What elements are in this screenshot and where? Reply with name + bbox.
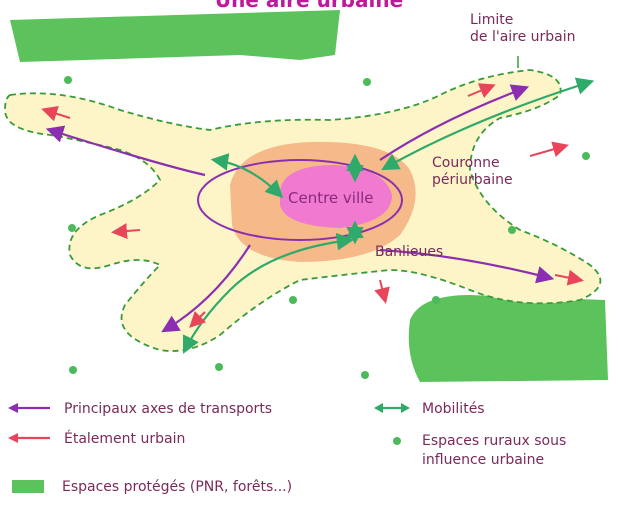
legend: Principaux axes de transports Étalement … bbox=[0, 392, 618, 512]
rural-dot bbox=[215, 363, 223, 371]
legend-label-rural: Espaces ruraux sous influence urbaine bbox=[422, 433, 567, 468]
protected-space-top bbox=[10, 10, 340, 62]
legend-item-rural: Espaces ruraux sous influence urbaine bbox=[390, 432, 566, 470]
diagram-canvas bbox=[4, 10, 608, 382]
mobility-arrow-northwest bbox=[210, 153, 284, 199]
sprawl-arrow bbox=[189, 310, 207, 328]
legend-item-mobilites: Mobilités bbox=[372, 400, 485, 419]
sprawl-arrow bbox=[529, 141, 569, 157]
transport-axis-southeast bbox=[379, 248, 555, 284]
label-limite: Limite de l'aire urbain bbox=[470, 12, 576, 45]
label-couronne-periurbaine: Couronne périurbaine bbox=[432, 155, 513, 188]
sprawl-arrow bbox=[467, 83, 496, 98]
rural-dot bbox=[68, 224, 76, 232]
rural-dot bbox=[363, 78, 371, 86]
legend-label-mobilites: Mobilités bbox=[422, 401, 485, 417]
legend-green-square-icon bbox=[12, 480, 44, 493]
mobility-arrow-northeast bbox=[381, 77, 595, 171]
sprawl-arrow bbox=[41, 106, 71, 122]
legend-item-transport: Principaux axes de transports bbox=[6, 400, 272, 419]
legend-green-dot-icon bbox=[393, 437, 401, 445]
rural-dot bbox=[289, 296, 297, 304]
rural-dot bbox=[432, 296, 440, 304]
rural-dot bbox=[361, 371, 369, 379]
city-centre-zone bbox=[280, 165, 392, 228]
legend-label-etalement: Étalement urbain bbox=[64, 431, 186, 447]
legend-label-transport: Principaux axes de transports bbox=[64, 401, 273, 417]
sprawl-arrow bbox=[374, 279, 390, 304]
sprawl-arrow bbox=[554, 269, 584, 286]
legend-item-etalement: Étalement urbain bbox=[6, 430, 185, 449]
diagram-title: Une aire urbaine bbox=[214, 0, 404, 12]
legend-item-proteges: Espaces protégés (PNR, forêts...) bbox=[12, 478, 292, 497]
label-centre-ville: Centre ville bbox=[288, 189, 374, 207]
legend-green-double-arrow-icon bbox=[374, 403, 410, 413]
legend-label-proteges: Espaces protégés (PNR, forêts...) bbox=[62, 479, 293, 495]
protected-space-bottom-right bbox=[408, 295, 608, 382]
sprawl-arrow bbox=[111, 223, 141, 240]
legend-purple-arrow-icon bbox=[8, 403, 50, 413]
rural-dot bbox=[508, 226, 516, 234]
rural-dot bbox=[582, 152, 590, 160]
label-banlieues: Banlieues bbox=[375, 244, 444, 260]
rural-dot bbox=[69, 366, 77, 374]
transport-axis-west bbox=[45, 125, 206, 177]
rural-dot bbox=[64, 76, 72, 84]
mobility-arrow-southwest bbox=[183, 232, 355, 354]
legend-red-arrow-icon bbox=[8, 433, 50, 443]
